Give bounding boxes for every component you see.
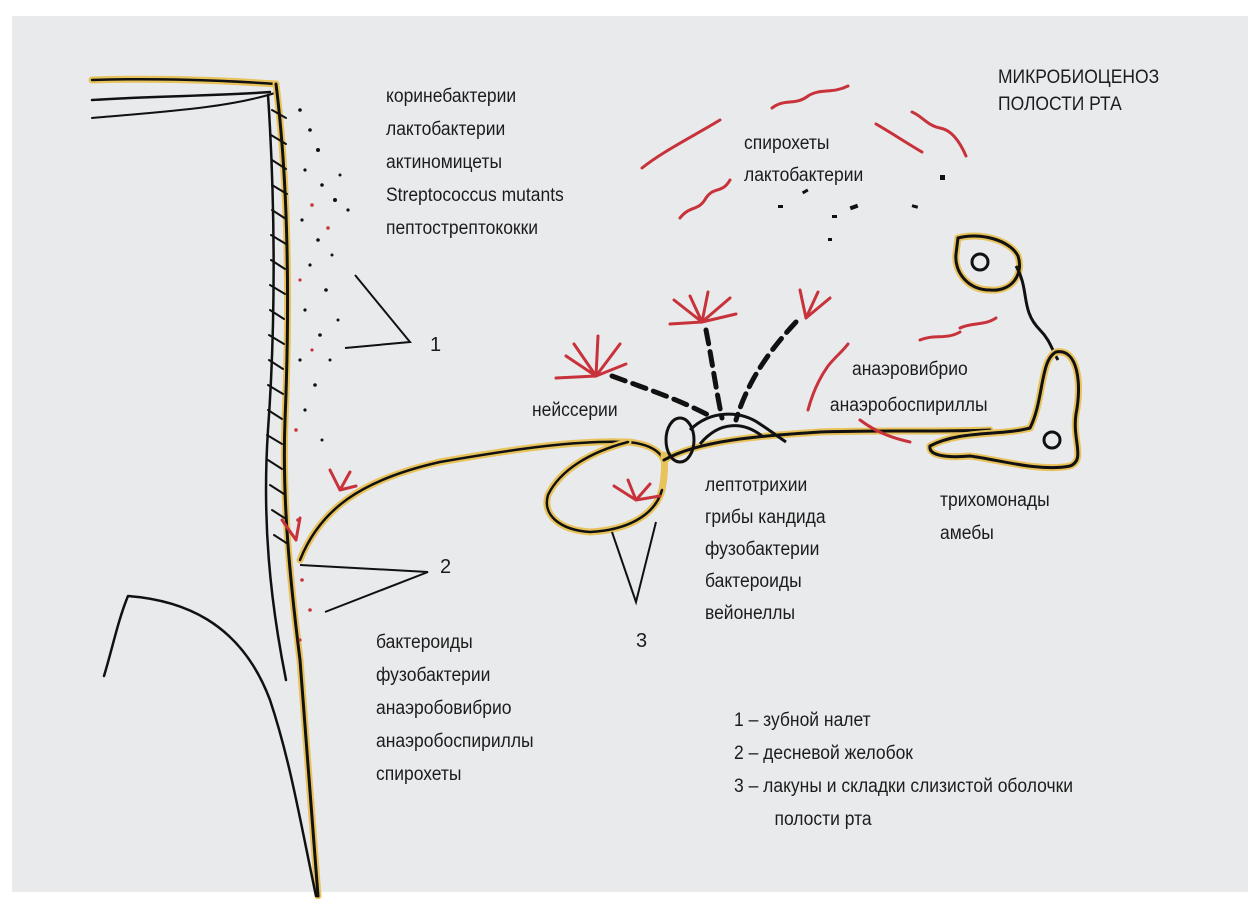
marker-1: 1	[430, 334, 441, 357]
list-item: Streptococcus mutants	[386, 179, 564, 212]
plaque-red-particles	[294, 203, 330, 641]
list-item: анаэробовибрио	[376, 692, 534, 725]
list-item: фузобактерии	[705, 534, 826, 566]
trichomonad	[956, 236, 1058, 360]
list-item: лептотрихии	[705, 470, 826, 502]
list-item: анаэробоспириллы	[830, 388, 988, 424]
protozoa-list: трихомонады амебы	[940, 484, 1050, 550]
anaerobes-right-list: анаэровибрио анаэробоспириллы	[852, 352, 988, 424]
list-item: трихомонады	[940, 484, 1050, 517]
legend-item-2: 2 – десневой желобок	[734, 737, 1073, 770]
plaque-bacteria-list: коринебактерии лактобактерии актиномицет…	[386, 80, 564, 245]
list-item: спирохеты	[744, 128, 863, 160]
list-item: анаэробоспириллы	[376, 725, 534, 758]
title-line-1: МИКРОБИОЦЕНОЗ	[998, 64, 1159, 91]
list-item: бактероиды	[705, 566, 826, 598]
list-item: пептострептококки	[386, 212, 564, 245]
marker-3: 3	[636, 630, 647, 653]
list-item: вейонеллы	[705, 598, 826, 630]
list-item: спирохеты	[376, 758, 534, 791]
plaque-particles	[298, 108, 349, 441]
lacunae-bacteria-list: лептотрихии грибы кандида фузобактерии б…	[705, 470, 826, 630]
leptotrichia-filaments	[612, 322, 796, 420]
gum-line	[300, 430, 990, 560]
list-item: бактероиды	[376, 626, 534, 659]
list-item: актиномицеты	[386, 146, 564, 179]
tooth	[92, 79, 318, 896]
list-item: коринебактерии	[386, 80, 564, 113]
legend: 1 – зубной налет 2 – десневой желобок 3 …	[734, 704, 1073, 836]
legend-item-3: 3 – лакуны и складки слизистой оболочки	[734, 770, 1073, 803]
legend-item-3-continued: полости рта	[774, 803, 1073, 836]
sulcus-bacteria-list: бактероиды фузобактерии анаэробовибрио а…	[376, 626, 534, 791]
list-item: фузобактерии	[376, 659, 534, 692]
list-item: амебы	[940, 517, 1050, 550]
list-item: грибы кандида	[705, 502, 826, 534]
list-item: лактобактерии	[386, 113, 564, 146]
top-bacteria-list: спирохеты лактобактерии	[744, 128, 863, 192]
neisseria-label: нейссерии	[532, 397, 618, 424]
diagram-title: МИКРОБИОЦЕНОЗ ПОЛОСТИ РТА	[998, 64, 1159, 118]
legend-item-1: 1 – зубной налет	[734, 704, 1073, 737]
list-item: анаэровибрио	[852, 352, 988, 388]
title-line-2: ПОЛОСТИ РТА	[998, 91, 1159, 118]
list-item: лактобактерии	[744, 160, 863, 192]
marker-2: 2	[440, 556, 451, 579]
